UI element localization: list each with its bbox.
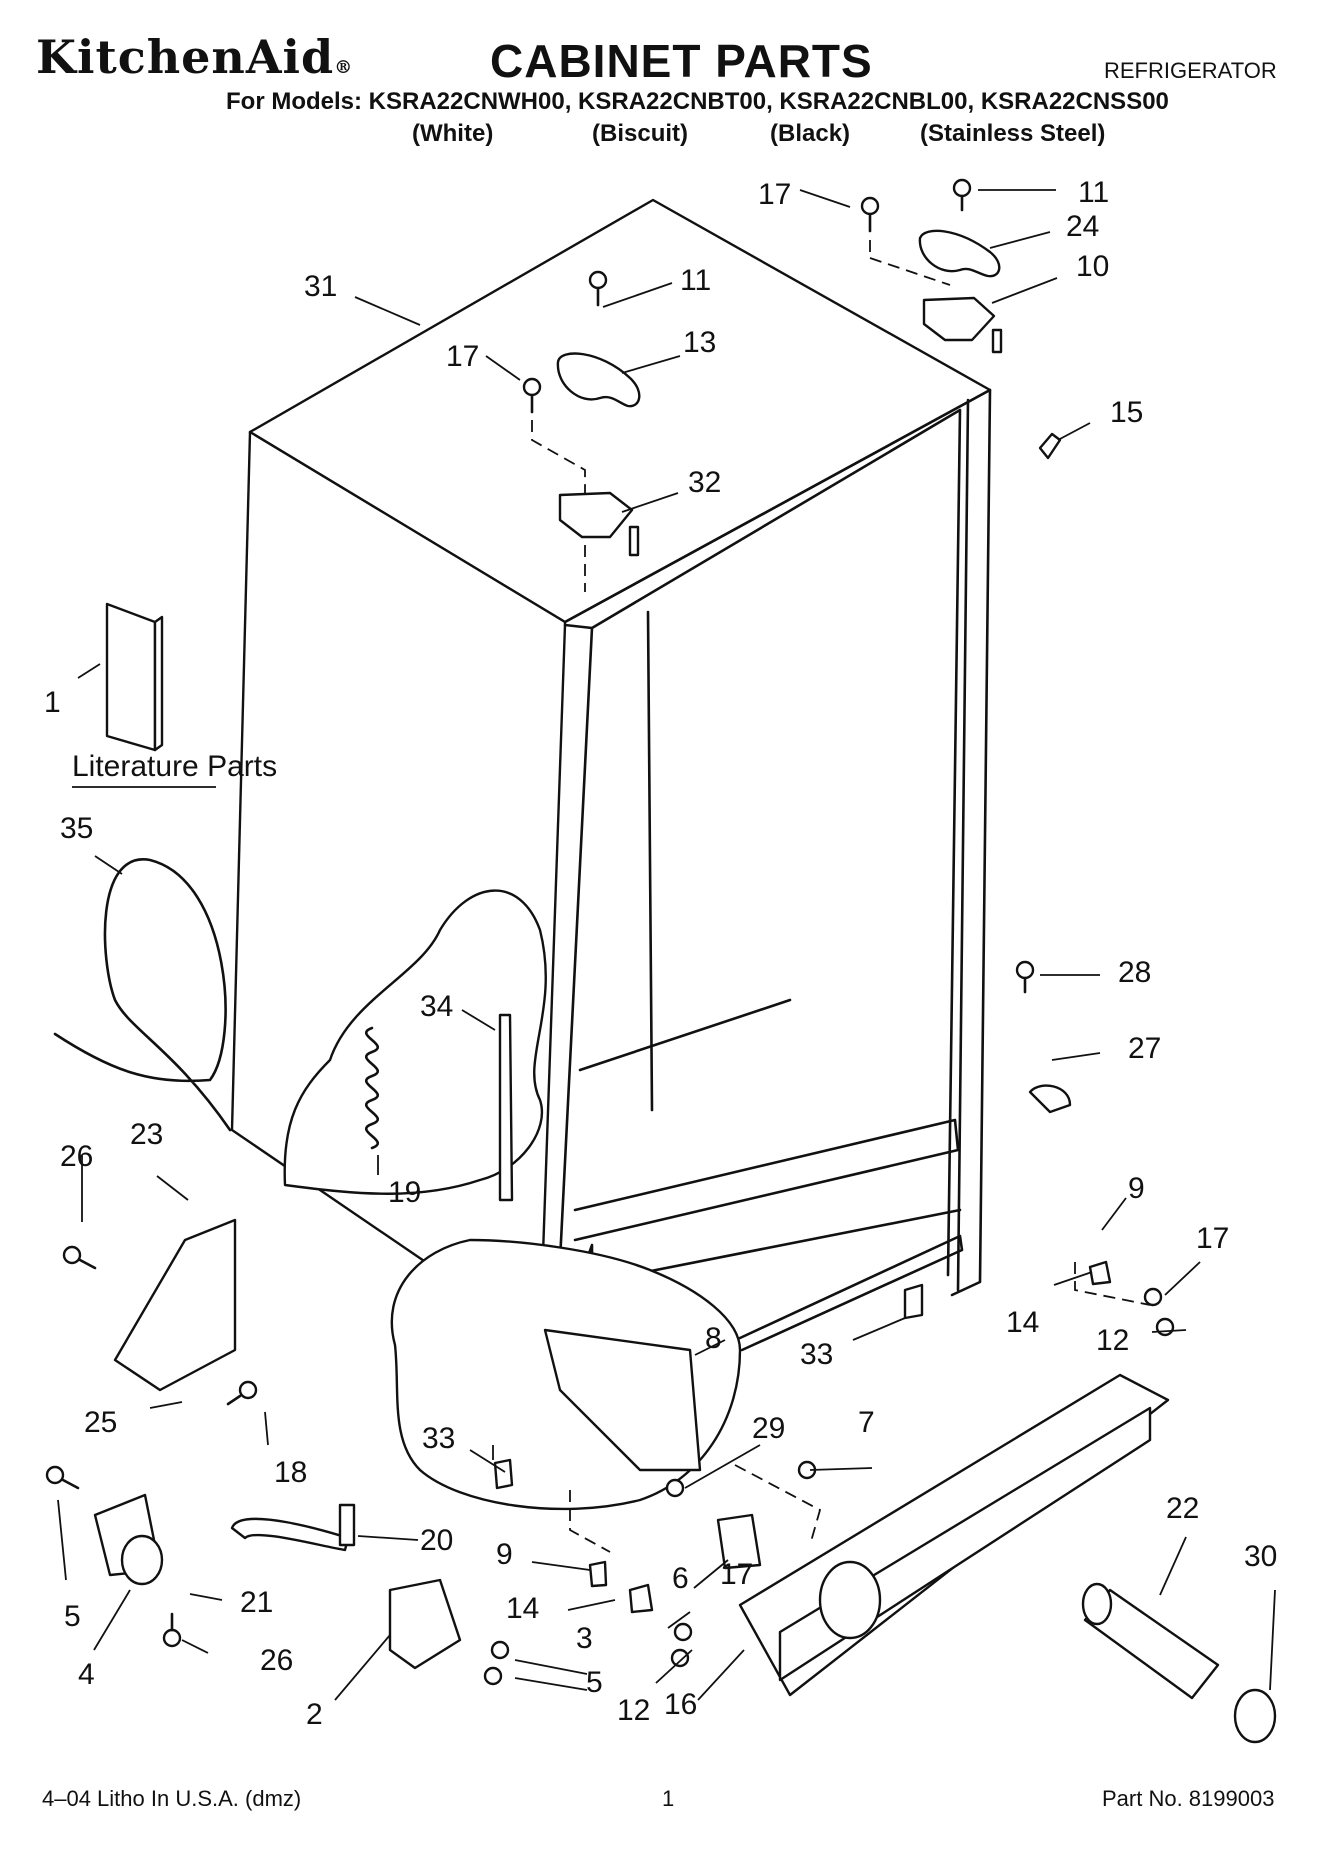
callout-33b: 33 — [422, 1422, 455, 1455]
drain-tube — [498, 1013, 514, 1202]
callout-3: 3 — [576, 1622, 593, 1655]
callout-labels: 1 2 3 4 5 5 6 7 8 9 9 10 11 11 12 12 13 … — [44, 176, 1277, 1731]
callout-9b: 9 — [496, 1538, 513, 1571]
callout-4: 4 — [78, 1658, 95, 1691]
water-filter — [1081, 1582, 1277, 1744]
drain-wire — [53, 858, 232, 1132]
variant-black: (Black) — [770, 120, 851, 147]
screws — [45, 178, 1175, 1686]
literature-parts-label: Literature Parts — [72, 750, 277, 783]
callout-14a: 14 — [1006, 1306, 1039, 1339]
callout-18: 18 — [274, 1456, 307, 1489]
callout-28: 28 — [1118, 956, 1151, 989]
callout-23: 23 — [130, 1118, 163, 1151]
vent-grille — [738, 1373, 1170, 1697]
callout-26a: 26 — [60, 1140, 93, 1173]
leader-lines — [57, 189, 1276, 1701]
callout-34: 34 — [420, 990, 453, 1023]
callout-12a: 12 — [1096, 1324, 1129, 1357]
callout-19: 19 — [388, 1176, 421, 1209]
callout-10: 10 — [1076, 250, 1109, 283]
callout-17d: 17 — [720, 1558, 753, 1591]
callout-5a: 5 — [64, 1600, 81, 1633]
callout-22: 22 — [1166, 1492, 1199, 1525]
callout-17b: 17 — [446, 340, 479, 373]
callout-14b: 14 — [506, 1592, 539, 1625]
lower-components — [93, 1084, 1112, 1670]
part-number: Part No. 8199003 — [1102, 1786, 1275, 1811]
callout-26b: 26 — [260, 1644, 293, 1677]
callout-6: 6 — [672, 1562, 689, 1595]
callout-11b: 11 — [680, 264, 711, 297]
callout-11a: 11 — [1078, 176, 1109, 209]
models-line: For Models: KSRA22CNWH00, KSRA22CNBT00, … — [226, 88, 1169, 115]
variant-biscuit: (Biscuit) — [592, 120, 688, 147]
callout-5b: 5 — [586, 1666, 603, 1699]
callout-2: 2 — [306, 1698, 323, 1731]
appliance-category: REFRIGERATOR — [1104, 58, 1277, 83]
callout-20: 20 — [420, 1524, 453, 1557]
callout-12b: 12 — [617, 1694, 650, 1727]
callout-17c: 17 — [1196, 1222, 1229, 1255]
callout-33a: 33 — [800, 1338, 833, 1371]
callout-9a: 9 — [1128, 1172, 1145, 1205]
callout-21: 21 — [240, 1586, 273, 1619]
callout-35: 35 — [60, 812, 93, 845]
callout-7: 7 — [858, 1406, 875, 1439]
page-title: CABINET PARTS — [490, 35, 873, 87]
callout-25: 25 — [84, 1406, 117, 1439]
variant-white: (White) — [412, 120, 494, 147]
callout-27: 27 — [1128, 1032, 1161, 1065]
spring — [364, 1026, 380, 1150]
callout-17a: 17 — [758, 178, 791, 211]
registered-mark: ® — [334, 57, 354, 78]
callout-31: 31 — [304, 270, 337, 303]
callout-15: 15 — [1110, 396, 1143, 429]
brand-name: KitchenAid — [36, 30, 335, 84]
callout-13: 13 — [683, 326, 716, 359]
variant-stainless: (Stainless Steel) — [920, 120, 1106, 147]
page-number: 1 — [662, 1786, 675, 1811]
callout-32: 32 — [688, 466, 721, 499]
callout-30: 30 — [1244, 1540, 1277, 1573]
callout-1: 1 — [44, 686, 61, 719]
print-info: 4–04 Litho In U.S.A. (dmz) — [42, 1786, 302, 1811]
alignment-lines — [531, 240, 1151, 1553]
top-hinges — [556, 229, 1062, 557]
literature-booklet — [72, 602, 216, 788]
callout-8: 8 — [705, 1322, 722, 1355]
callout-24: 24 — [1066, 210, 1099, 243]
brand-logo: KitchenAid® — [36, 30, 353, 84]
callout-16: 16 — [664, 1688, 697, 1721]
callout-29: 29 — [752, 1412, 785, 1445]
cutaway-view — [283, 889, 547, 1195]
